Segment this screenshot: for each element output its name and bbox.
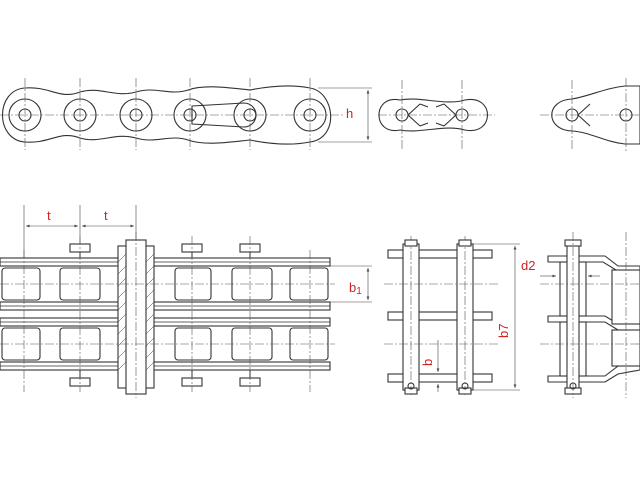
label-h: h (346, 106, 353, 121)
chain-end-view: b7 b (384, 236, 520, 396)
label-b: b (420, 359, 435, 366)
offset-link-side (540, 78, 640, 152)
label-pitch-2: t (104, 208, 108, 223)
label-b1-main: b (349, 280, 356, 295)
label-b7: b7 (496, 324, 511, 338)
label-pitch-1: t (47, 208, 51, 223)
chain-side-view: h (0, 78, 372, 150)
chain-top-view: t t (0, 205, 372, 398)
chain-section-view: d2 (521, 232, 640, 398)
label-b1-subscript: 1 (356, 286, 362, 297)
connecting-link-side (378, 80, 495, 150)
label-d2: d2 (521, 258, 535, 273)
label-b1: b1 (349, 280, 362, 297)
